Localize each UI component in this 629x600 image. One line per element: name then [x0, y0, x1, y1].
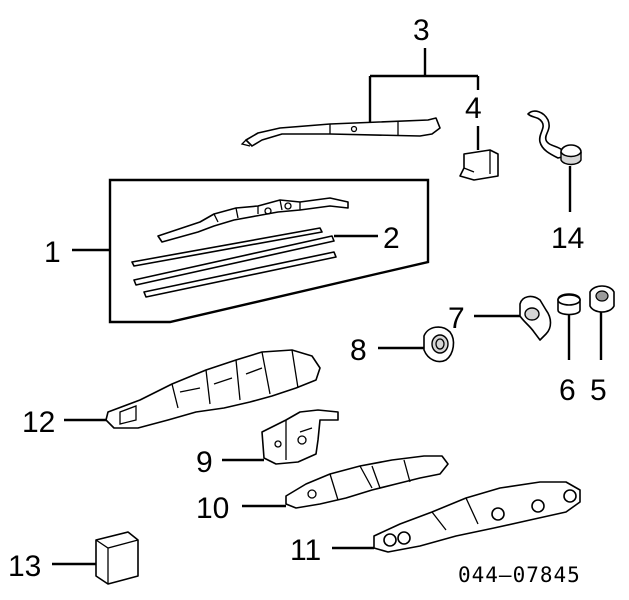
callout-8: 8 — [350, 334, 367, 367]
blade-inserts — [131, 227, 337, 298]
bracket-3 — [368, 48, 480, 128]
diagram-part-number: 044–07845 — [458, 563, 581, 587]
callout-11: 11 — [290, 534, 321, 567]
callout-1: 1 — [44, 236, 61, 269]
bracket-9 — [261, 409, 339, 465]
blade-box — [108, 178, 430, 324]
grommet-8 — [423, 326, 455, 363]
wiper-blade-frame — [157, 197, 349, 243]
arm-cap — [459, 149, 499, 181]
washer-6 — [557, 293, 581, 316]
callout-9: 9 — [196, 446, 213, 479]
link-rod-10 — [285, 455, 449, 509]
callout-10: 10 — [196, 492, 229, 525]
callout-14: 14 — [551, 222, 584, 255]
nut-5 — [589, 285, 615, 313]
callout-4: 4 — [465, 92, 482, 125]
callout-6: 6 — [559, 374, 576, 407]
callout-12: 12 — [22, 406, 55, 439]
link-plate-11 — [373, 481, 581, 553]
callout-13: 13 — [8, 550, 41, 583]
wiper-arm — [240, 117, 441, 147]
washer-nozzle-clip — [527, 110, 582, 166]
linkage-12 — [105, 349, 321, 429]
motor-block-13 — [95, 531, 139, 585]
callout-5: 5 — [590, 374, 607, 407]
callout-3: 3 — [413, 14, 430, 47]
callout-7: 7 — [448, 302, 465, 335]
pivot-bushing — [519, 295, 552, 341]
callout-2: 2 — [383, 222, 400, 255]
